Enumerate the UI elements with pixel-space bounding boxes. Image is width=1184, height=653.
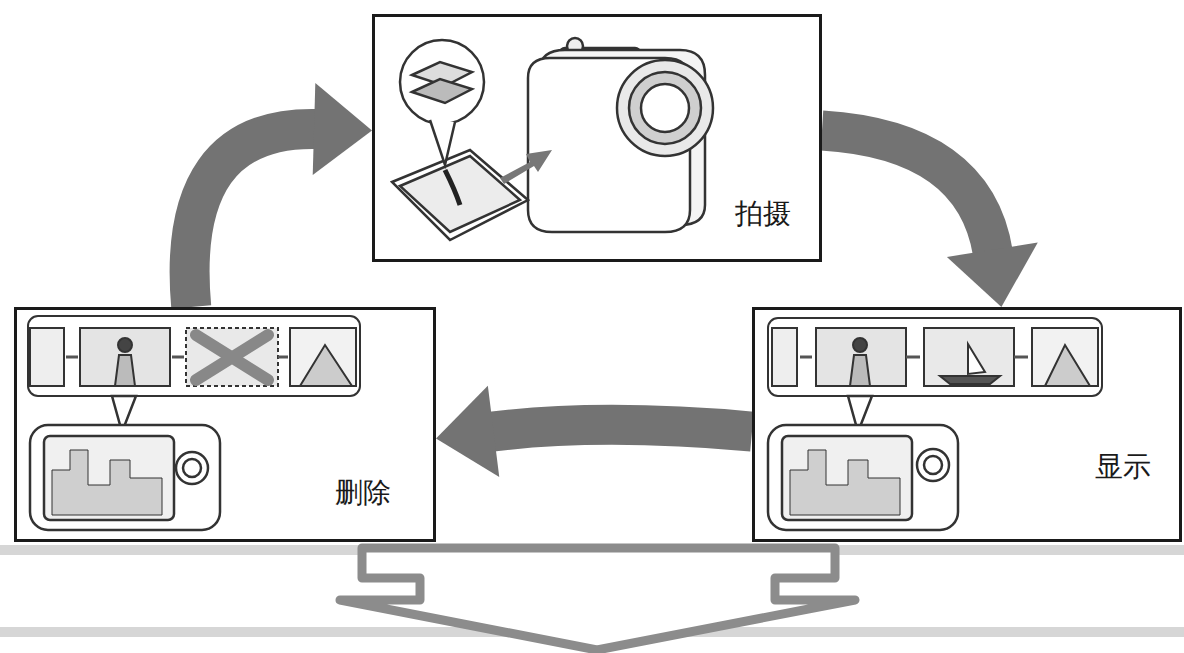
flow-arrow — [436, 386, 752, 477]
flow-arrow — [822, 131, 1038, 307]
flow-arrow — [190, 83, 372, 307]
image-box: 显示 — [752, 307, 1182, 542]
image-box: 拍摄 — [372, 14, 822, 262]
image-box: 删除 — [14, 307, 436, 542]
node-label: 拍摄 — [735, 197, 791, 231]
node-label: 删除 — [335, 476, 391, 510]
node-label: 显示 — [1095, 450, 1151, 484]
